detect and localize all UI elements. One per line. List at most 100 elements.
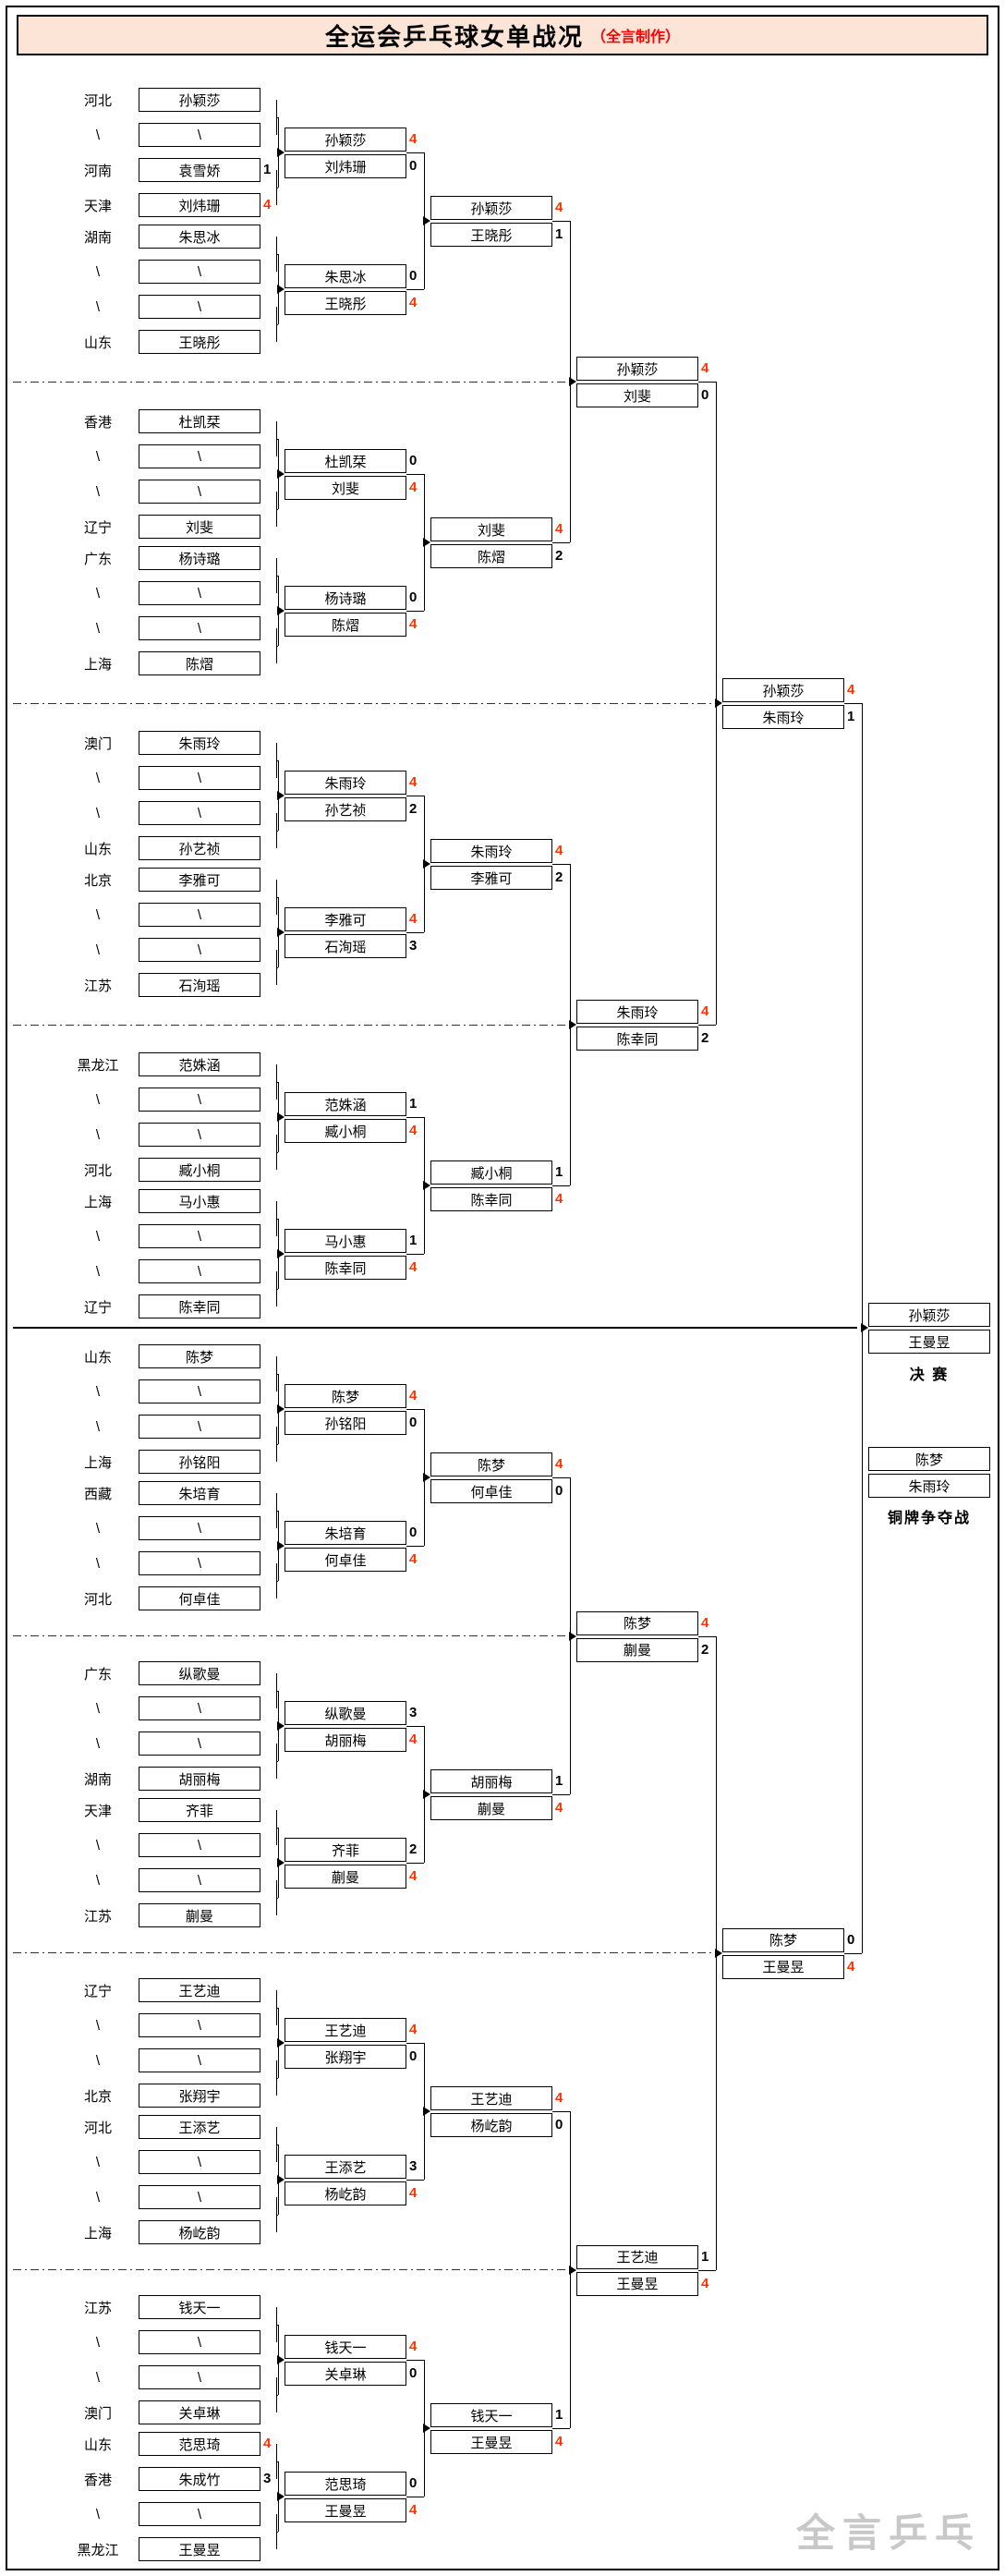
province-label: \	[95, 2052, 101, 2069]
player-box: 张翔宇	[285, 2045, 406, 2069]
match-score: 1	[555, 2407, 563, 2423]
player-box: 朱雨玲	[139, 731, 260, 755]
player-box: 刘炜珊	[139, 193, 260, 217]
province-label: \	[95, 1555, 101, 1572]
connector-line	[276, 2325, 278, 2326]
player-box: 蒯曼	[430, 1796, 552, 1820]
match-score: 0	[409, 2365, 418, 2381]
player-box: 纵歌曼	[285, 1701, 406, 1725]
match-score: 0	[847, 1931, 855, 1948]
match-score: 2	[555, 548, 563, 564]
player-box: 钱天一	[139, 2295, 260, 2319]
match-score: 0	[409, 453, 418, 468]
province-label: 湖南	[83, 229, 112, 246]
player-box: 孙铭阳	[139, 1450, 260, 1474]
player-box: 王曼昱	[285, 2498, 406, 2522]
arrow-right-icon	[277, 1858, 285, 1867]
province-label: \	[95, 770, 101, 786]
player-box: 朱思冰	[285, 264, 406, 288]
player-box: \	[139, 2150, 260, 2174]
match-score: 0	[409, 1415, 418, 1430]
connector-line	[698, 382, 716, 383]
match-score: 3	[409, 1705, 418, 1720]
match-score: 4	[555, 843, 563, 858]
player-box: 陈梦	[139, 1344, 260, 1368]
province-label: 山东	[83, 334, 112, 351]
province-label: 辽宁	[83, 1983, 112, 1999]
player-box: 范思琦	[139, 2432, 260, 2456]
connector-line	[276, 1581, 278, 1582]
separator-line	[13, 2269, 565, 2270]
player-box: \	[139, 938, 260, 962]
province-label: \	[95, 1091, 101, 1108]
match-score: 0	[409, 1525, 418, 1540]
player-box: 关卓琳	[285, 2362, 406, 2386]
player-box: 何卓佳	[139, 1586, 260, 1610]
separator-line	[13, 703, 711, 704]
player-box: 孙颖莎	[285, 128, 406, 152]
player-box: 王艺迪	[576, 2244, 698, 2269]
player-box: 孙艺祯	[139, 836, 260, 860]
player-box: 杜凯栞	[285, 449, 406, 473]
player-box: 刘炜珊	[285, 154, 406, 178]
connector-line	[406, 474, 424, 475]
connector-line	[406, 289, 424, 290]
province-label: 上海	[83, 656, 112, 673]
connector-line	[276, 2461, 278, 2462]
province-label: \	[95, 2017, 101, 2034]
match-score: 1	[555, 1164, 563, 1180]
province-label: \	[95, 1735, 101, 1752]
province-label: 黑龙江	[77, 1057, 119, 1074]
match-score: 4	[409, 1123, 418, 1138]
connector-line	[406, 932, 424, 933]
province-label: \	[95, 2506, 101, 2522]
province-label: 江苏	[83, 978, 112, 994]
player-box: \	[139, 2185, 260, 2209]
province-label: \	[95, 906, 101, 923]
player-box: 马小惠	[285, 1229, 406, 1253]
player-box: \	[139, 1833, 260, 1857]
player-box: 陈幸同	[430, 1187, 552, 1211]
province-label: \	[95, 2189, 101, 2205]
match-score: 4	[409, 2339, 418, 2354]
arrow-right-icon	[423, 2424, 430, 2433]
match-score: 3	[263, 2471, 272, 2486]
arrow-right-icon	[277, 148, 285, 157]
player-box: 王晓彤	[430, 223, 552, 247]
match-score: 1	[555, 1773, 563, 1789]
province-label: \	[95, 263, 101, 280]
connector-line	[276, 760, 278, 761]
connector-line	[276, 509, 278, 510]
player-box: \	[139, 2048, 260, 2072]
province-label: \	[95, 2154, 101, 2170]
connector-line	[276, 2532, 278, 2533]
province-label: 澳门	[83, 2405, 112, 2422]
connector-line	[552, 542, 570, 543]
player-box: 孙颖莎	[576, 357, 698, 381]
connector-line	[276, 1219, 278, 1220]
province-label: \	[95, 942, 101, 958]
player-box: 陈熠	[285, 613, 406, 637]
player-box: 李雅可	[139, 868, 260, 892]
player-box: \	[139, 801, 260, 825]
connector-line	[698, 1635, 716, 1637]
connector-line	[276, 897, 278, 898]
player-box: 王艺迪	[285, 2018, 406, 2042]
player-box: 何卓佳	[285, 1548, 406, 1572]
connector-line	[276, 1898, 278, 1899]
connector-line	[276, 1828, 278, 1829]
connector-line	[406, 1726, 424, 1727]
player-box: \	[139, 1123, 260, 1147]
separator-line	[13, 1635, 565, 1636]
player-box: 孙颖莎	[722, 678, 844, 702]
connector-line	[276, 2078, 278, 2079]
province-label: 上海	[83, 1194, 112, 1210]
match-score: 2	[701, 1030, 709, 1046]
player-box: 杨屹韵	[139, 2220, 260, 2244]
separator-line	[13, 1025, 565, 1026]
player-box: 孙艺祯	[285, 797, 406, 821]
player-box: 朱培育	[139, 1481, 260, 1505]
player-box: \	[139, 1696, 260, 1720]
player-box: 王曼昱	[139, 2537, 260, 2561]
match-score: 4	[555, 2434, 563, 2449]
